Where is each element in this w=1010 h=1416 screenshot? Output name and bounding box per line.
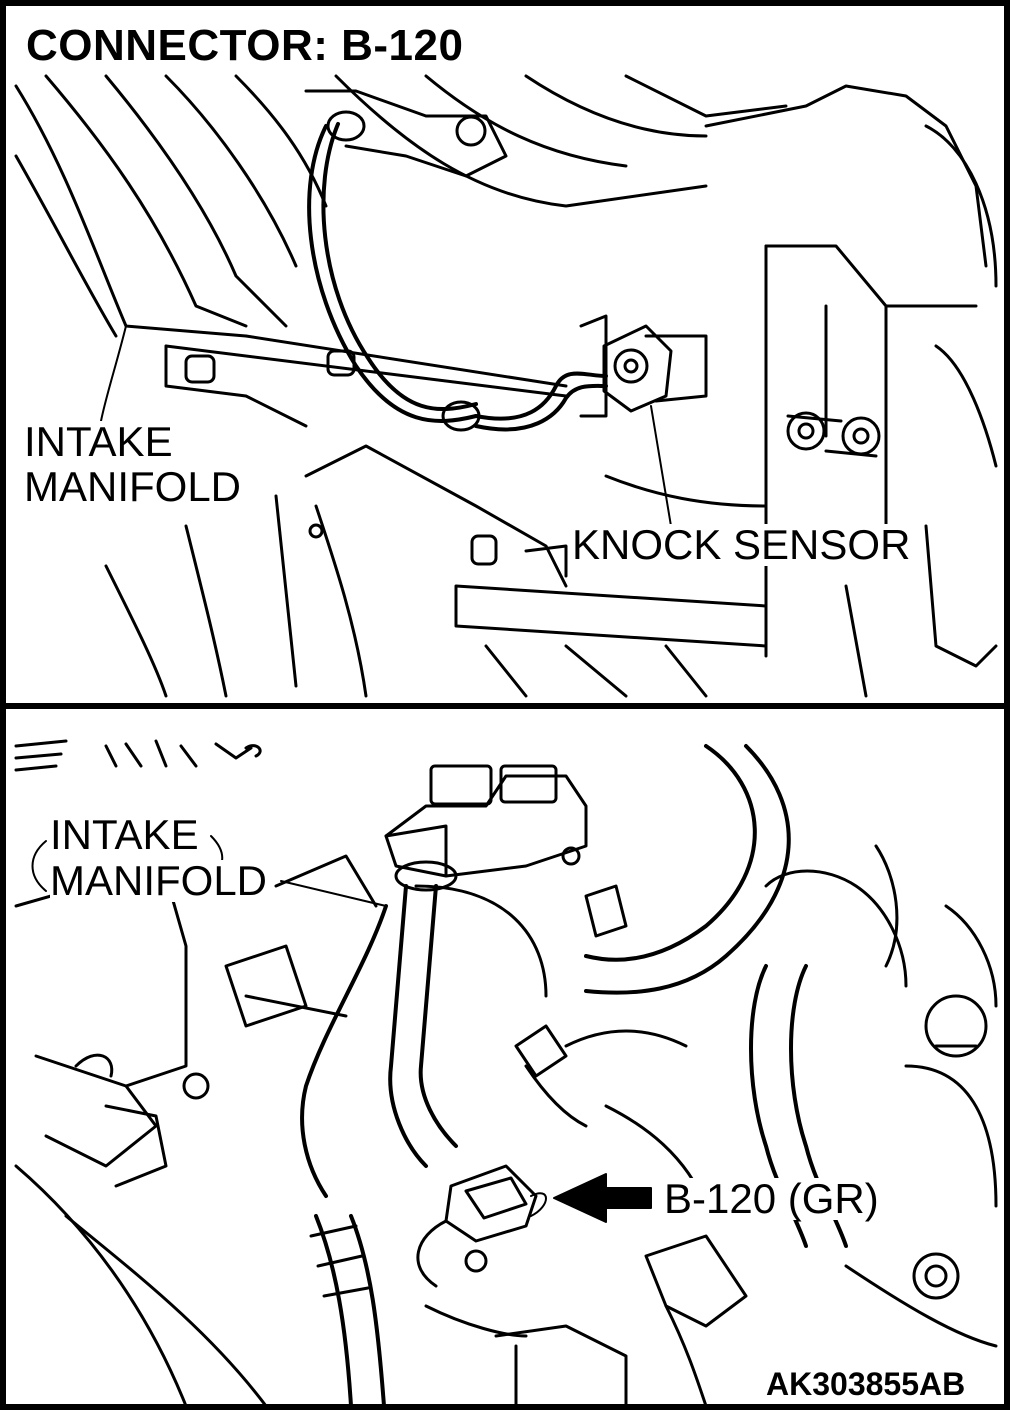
b120-connector-label: B-120 (GR) — [664, 1175, 879, 1222]
reference-code: AK303855AB — [766, 1366, 966, 1402]
bottom-intake-label-line1: INTAKE — [50, 811, 199, 858]
bottom-intake-label-line2: MANIFOLD — [50, 857, 268, 904]
b120-connector-drawing — [416, 1164, 547, 1288]
knock-sensor-drawing — [579, 314, 708, 527]
b120-arrow-icon — [553, 1173, 652, 1223]
top-intake-manifold-drawing — [14, 74, 788, 428]
top-intake-label-line2: MANIFOLD — [24, 463, 242, 510]
engine-illustration — [6, 74, 1010, 1408]
top-engine-block-drawing — [104, 84, 998, 698]
top-harness-drawing — [304, 89, 608, 432]
top-intake-leader — [100, 325, 127, 422]
bottom-intake-leader — [280, 880, 387, 907]
bottom-wiring-harness-drawing — [14, 739, 998, 1408]
diagram-title: CONNECTOR: B-120 — [26, 21, 464, 70]
knock-sensor-label: KNOCK SENSOR — [572, 521, 911, 568]
top-intake-label-line1: INTAKE — [24, 418, 173, 465]
